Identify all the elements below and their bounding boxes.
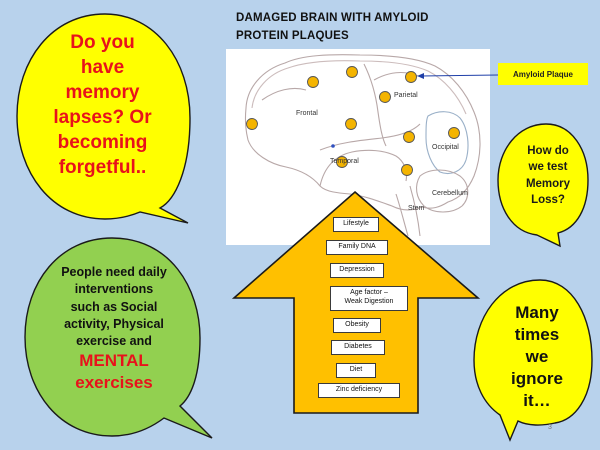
amyloid-plaque [401, 164, 413, 176]
memory-question-line: forgetful.. [58, 157, 147, 179]
ignore-line: it… [523, 391, 551, 411]
region-label-frontal: Frontal [296, 110, 318, 117]
memory-test-line: Loss? [531, 193, 565, 206]
ignore-line: ignore [511, 369, 563, 389]
factor-box: Obesity [333, 318, 381, 333]
lateral-fissure [319, 123, 421, 151]
memory-question-line: have [80, 57, 125, 79]
amyloid-plaque [307, 76, 319, 88]
factor-box-line: Age factor – [350, 289, 388, 296]
memory-test-line: How do [527, 145, 569, 157]
ignore-line: times [514, 325, 560, 345]
factor-box: Depression [330, 263, 384, 278]
memory-question-line: Do you [70, 32, 135, 53]
factor-box: Family DNA [326, 240, 388, 255]
memory-test-line: we test [528, 161, 568, 174]
amyloid-plaque [403, 131, 415, 143]
amyloid-plaque-marker [331, 144, 335, 148]
ignore-statement-text: Many times we ignore it… [477, 302, 597, 412]
daily-line: interventions [74, 282, 154, 297]
memory-test-question-text: How do we test Memory Loss? [510, 143, 586, 208]
memory-question-line: memory [65, 82, 140, 104]
occipital-lobe-outline [425, 111, 469, 175]
daily-emphasis-exercises: exercises [75, 372, 153, 392]
amyloid-pointer-arrowhead [417, 73, 424, 79]
memory-speech-bubble [16, 13, 191, 224]
daily-line: such as Social [70, 299, 158, 314]
amyloid-plaque [448, 127, 460, 139]
factor-box: Diabetes [331, 340, 385, 355]
region-label-cerebellum: Cerebellum [432, 190, 468, 197]
amyloid-plaques [246, 66, 460, 176]
daily-interventions-text: People need daily interventions such as … [34, 264, 194, 393]
brain-diagram [244, 54, 481, 237]
factor-box: Lifestyle [333, 217, 379, 232]
ignore-speech-bubble [473, 279, 593, 442]
cerebellum-outline [415, 169, 469, 213]
memory-question-line: becoming [57, 132, 148, 154]
memory-question-line: lapses? Or [53, 107, 152, 129]
brain-inner-outline [251, 60, 467, 115]
amyloid-plaque [345, 118, 357, 130]
amyloid-plaque [346, 66, 358, 78]
factor-box: Zinc deficiency [318, 383, 400, 398]
slide-title-line1: DAMAGED BRAIN WITH AMYLOID [236, 12, 429, 24]
daily-line: activity, Physical [64, 316, 164, 331]
amyloid-plaque-label: Amyloid Plaque [498, 63, 588, 85]
memory-question-text: Do you have memory lapses? Or becoming f… [40, 30, 165, 180]
daily-speech-bubble [24, 237, 213, 439]
brain-outline [244, 54, 481, 211]
daily-line: exercise and [76, 334, 152, 348]
daily-line: People need daily [61, 265, 167, 279]
amyloid-plaque [379, 91, 391, 103]
test-speech-bubble [497, 123, 589, 248]
amyloid-pointer-line [420, 74, 499, 77]
ignore-line: we [525, 347, 549, 367]
factor-box-line: Weak Digestion [344, 297, 394, 305]
factor-box-two-line: Age factor – Weak Digestion [330, 286, 408, 311]
page-number: 3 [548, 424, 552, 431]
region-label-temporal: Temporal [330, 158, 359, 165]
slide-title-line2: PROTEIN PLAQUES [236, 29, 349, 42]
memory-test-line: Memory [525, 177, 571, 190]
region-label-occipital: Occipital [432, 144, 459, 151]
factor-box: Diet [336, 363, 376, 378]
region-label-parietal: Parietal [394, 92, 418, 99]
ignore-line: Many [515, 303, 559, 322]
frontal-sulcus [261, 87, 307, 101]
amyloid-plaque [336, 156, 348, 168]
slide-title: DAMAGED BRAIN WITH AMYLOID PROTEIN PLAQU… [236, 10, 496, 46]
region-label-stem: Stem [408, 205, 425, 212]
amyloid-plaque [246, 118, 258, 130]
brain-stem-outline [395, 185, 421, 237]
amyloid-plaque [405, 71, 417, 83]
daily-emphasis-mental: MENTAL [79, 351, 149, 371]
